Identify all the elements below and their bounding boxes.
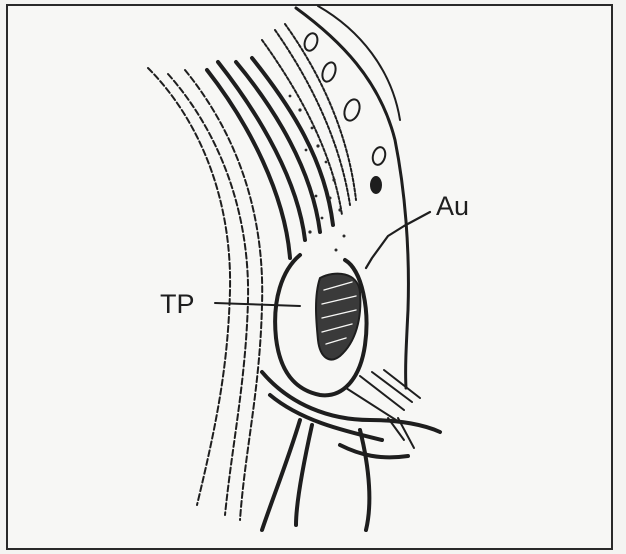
label-au: Au <box>436 193 469 220</box>
lower-vessels <box>262 372 440 530</box>
lower-fibers <box>346 370 420 448</box>
label-tp: TP <box>160 291 195 318</box>
tp-leader-line <box>215 303 300 306</box>
au-leader-line <box>366 212 430 268</box>
